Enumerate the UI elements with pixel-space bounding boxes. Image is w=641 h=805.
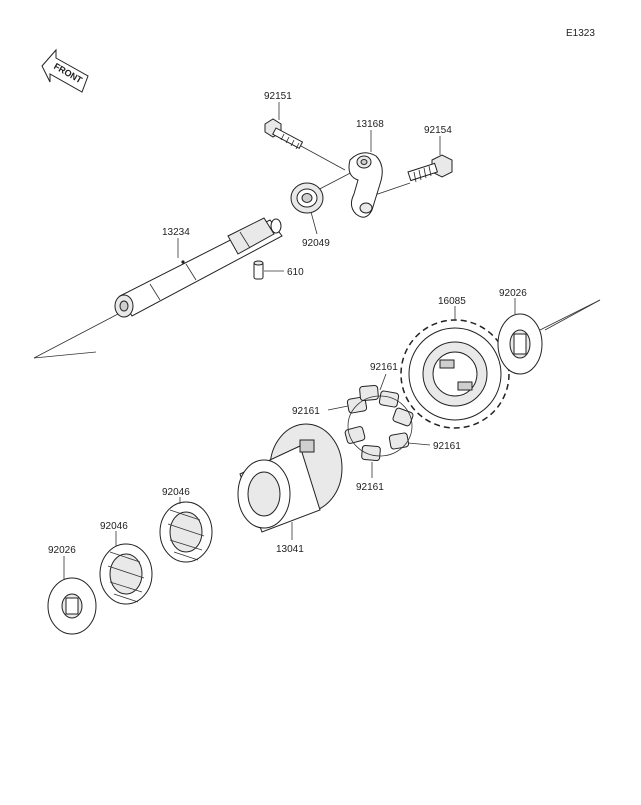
label-92161-bottom[interactable]: 92161 [356,482,384,493]
label-92154[interactable]: 92154 [424,125,452,136]
label-92026-bottom[interactable]: 92026 [48,545,76,556]
label-92151[interactable]: 92151 [264,91,292,102]
washer-92026-bottom[interactable] [47,577,97,635]
label-92161-left[interactable]: 92161 [292,406,320,417]
label-92161-right[interactable]: 92161 [433,441,461,452]
label-92046-right[interactable]: 92046 [162,487,190,498]
gear-16085[interactable] [400,319,510,429]
diagram-code: E1323 [566,28,595,39]
pin-610[interactable] [253,260,284,280]
front-arrow-icon: FRONT [41,48,89,93]
leader-lines [63,102,516,580]
bearing-92046-right[interactable] [159,501,213,563]
label-610[interactable]: 610 [287,267,304,278]
bolt-92151[interactable] [264,118,304,150]
label-13168[interactable]: 13168 [356,119,384,130]
lever-13168[interactable] [348,152,383,218]
shaft-13234[interactable] [114,217,283,318]
label-13041[interactable]: 13041 [276,544,304,555]
label-13234[interactable]: 13234 [162,227,190,238]
label-92046-left[interactable]: 92046 [100,521,128,532]
bearing-92046-left[interactable] [99,543,153,605]
label-92026-top[interactable]: 92026 [499,288,527,299]
damper-rubbers-92161[interactable] [344,384,414,462]
bolt-92154[interactable] [407,154,453,183]
label-16085[interactable]: 16085 [438,296,466,307]
label-92049[interactable]: 92049 [302,238,330,249]
seal-92049[interactable] [290,182,324,214]
part-labels: 92151 13168 92154 13234 92049 610 16085 … [48,91,527,556]
label-92161-top[interactable]: 92161 [370,362,398,373]
washer-92026-top[interactable] [497,313,543,375]
hub-13041[interactable] [237,423,343,533]
